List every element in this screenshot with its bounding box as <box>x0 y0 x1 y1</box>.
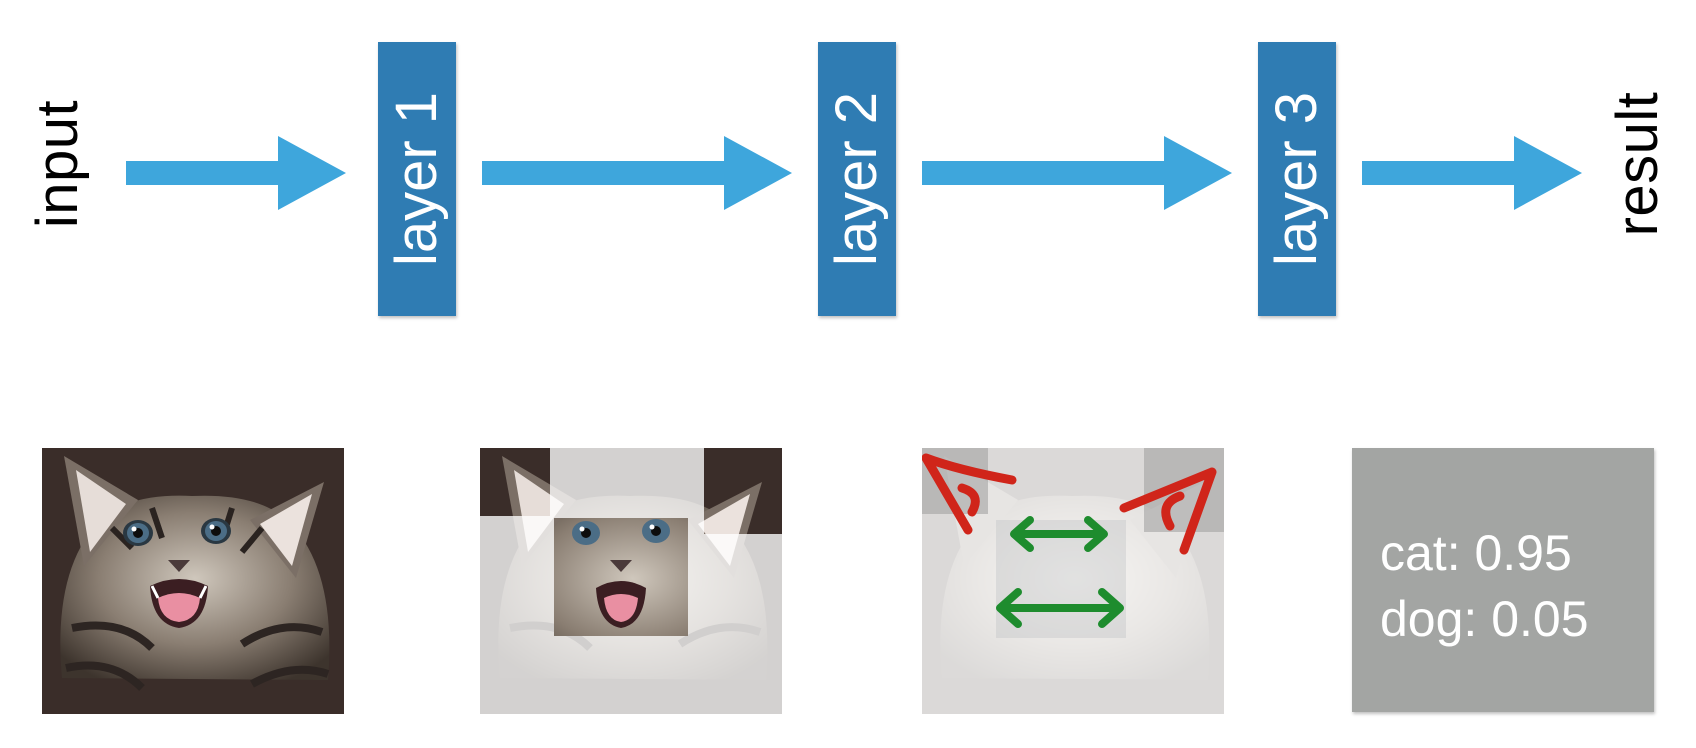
arrow-layer3-to-result <box>1362 136 1582 210</box>
layer-3-box: layer 3 <box>1258 42 1336 316</box>
score-dog: dog: 0.05 <box>1380 591 1589 647</box>
result-scores-box: cat: 0.95 dog: 0.05 <box>1352 448 1654 712</box>
arrow-layer1-to-layer2 <box>482 136 792 210</box>
layer-2-box: layer 2 <box>818 42 896 316</box>
kitten-features-icon <box>480 448 782 714</box>
score-cat: cat: 0.95 <box>1380 525 1572 581</box>
layer-2-label: layer 2 <box>824 91 889 267</box>
arrow-input-to-layer1 <box>126 136 346 210</box>
result-label: result <box>1605 91 1670 237</box>
layer-3-label: layer 3 <box>1264 91 1329 267</box>
arrow-layer2-to-layer3 <box>922 136 1232 210</box>
layer-1-box: layer 1 <box>378 42 456 316</box>
input-label: input <box>25 99 90 229</box>
kitten-parts-icon <box>922 448 1224 714</box>
kitten-photo-icon <box>42 448 344 714</box>
layer-1-label: layer 1 <box>384 91 449 267</box>
